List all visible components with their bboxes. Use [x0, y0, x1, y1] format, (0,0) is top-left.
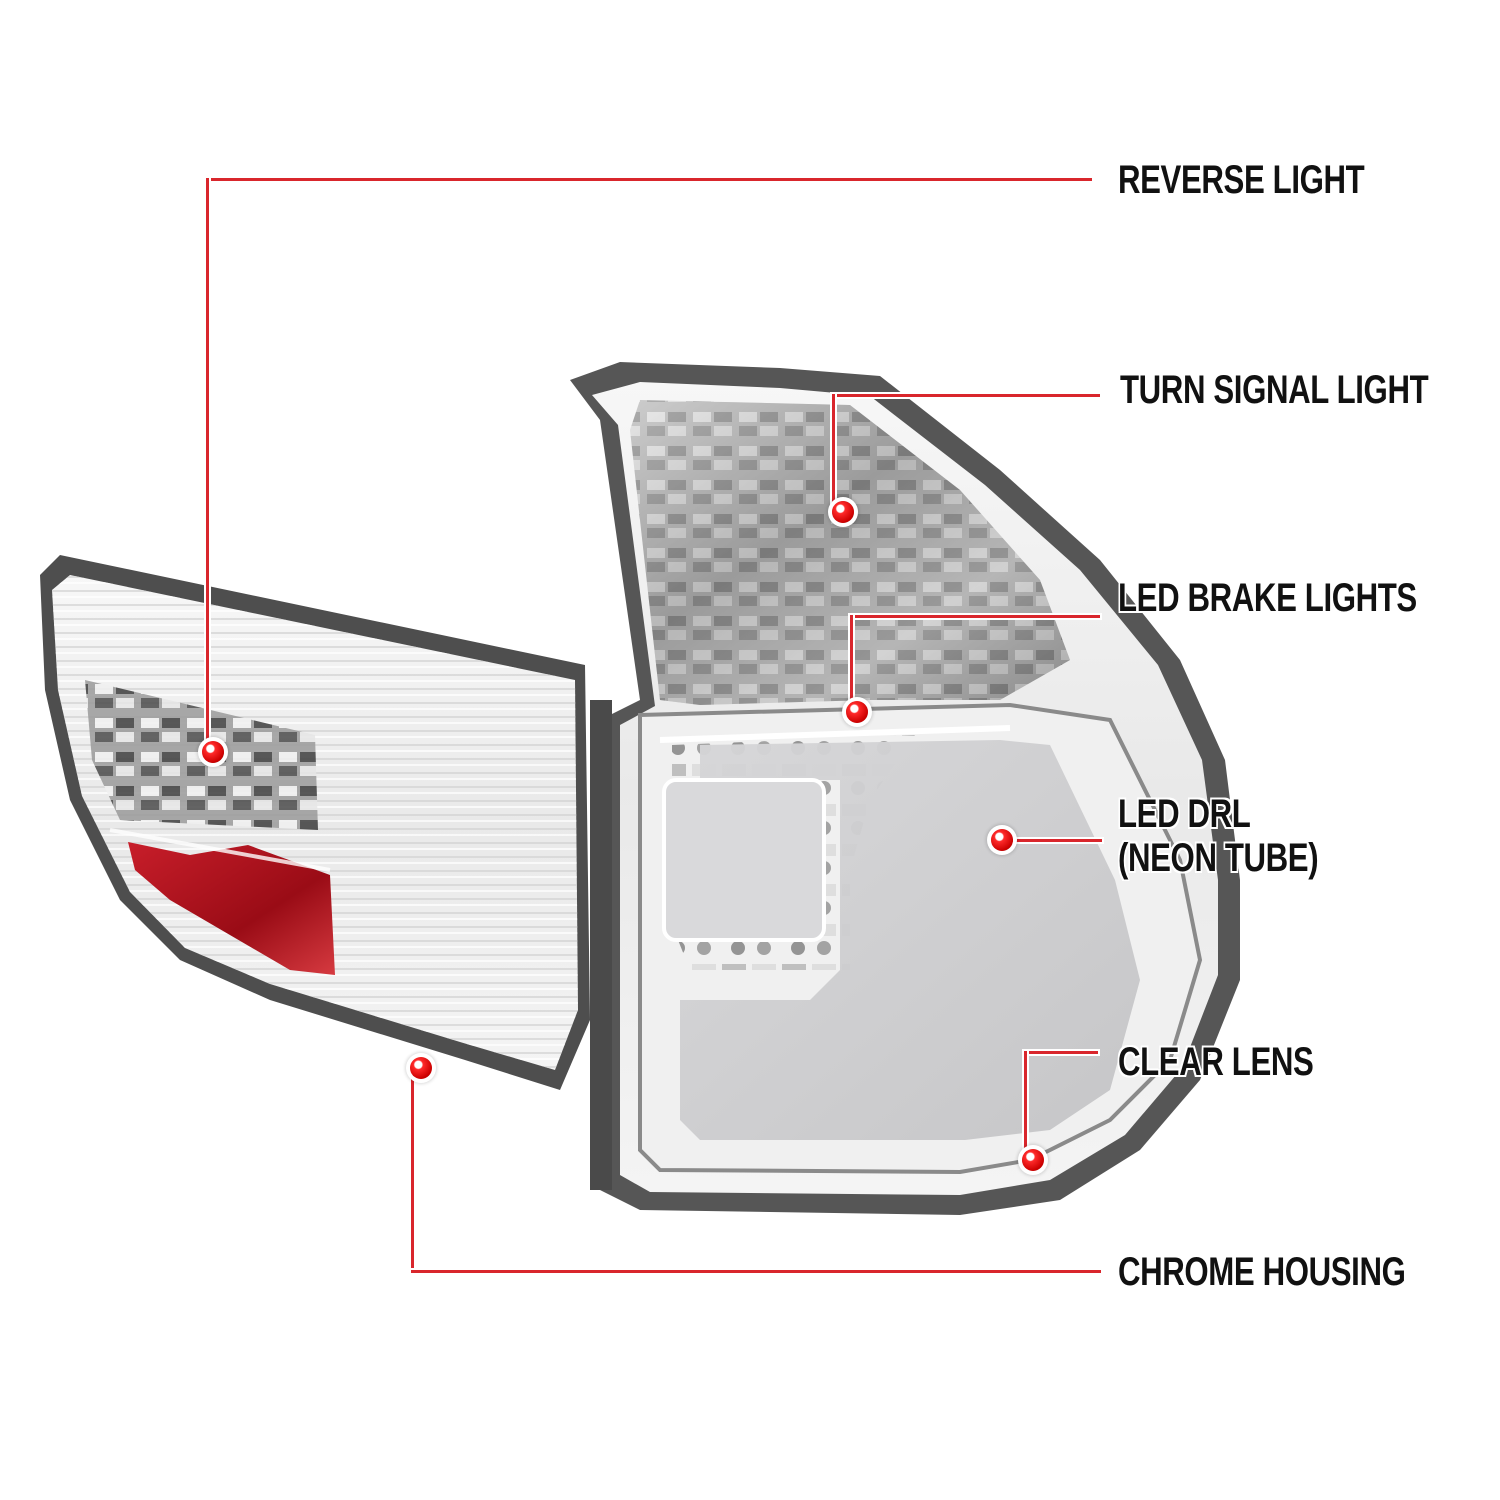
clear-lens-dot-icon — [1022, 1149, 1044, 1171]
label-text-line-1: LED DRL — [1118, 792, 1251, 836]
clear-lens-leader-horizontal — [1024, 1051, 1098, 1054]
callout-label-led-drl: LED DRL (NEON TUBE) — [1118, 792, 1319, 880]
reverse-light-leader-vertical — [206, 178, 209, 750]
callout-label-chrome-housing: CHROME HOUSING — [1118, 1250, 1406, 1294]
callout-label-led-brake-lights: LED BRAKE LIGHTS — [1118, 576, 1417, 620]
chrome-housing-dot-icon — [410, 1057, 432, 1079]
led-drl-leader — [1002, 839, 1102, 842]
led-brake-leader-horizontal — [850, 615, 1100, 618]
label-text: CHROME HOUSING — [1118, 1250, 1406, 1294]
lamp-gap — [590, 700, 612, 1190]
turn-signal-leader-horizontal — [832, 394, 1100, 397]
led-brake-dot-icon — [846, 701, 868, 723]
turn-signal-leader-vertical — [832, 394, 835, 504]
clear-lens-leader-vertical — [1024, 1051, 1027, 1156]
callout-label-turn-signal-light: TURN SIGNAL LIGHT — [1120, 368, 1429, 412]
callout-label-clear-lens: CLEAR LENS — [1118, 1040, 1314, 1084]
reverse-light-dot-icon — [202, 741, 224, 763]
label-text: TURN SIGNAL LIGHT — [1120, 368, 1429, 412]
outer-upper-lamp — [570, 362, 1240, 1215]
chrome-housing-leader-vertical — [411, 1075, 414, 1272]
label-text: CLEAR LENS — [1118, 1040, 1314, 1084]
inner-lamp — [40, 555, 590, 1090]
led-drl-dot-icon — [991, 829, 1013, 851]
reverse-light-leader-horizontal — [206, 178, 1092, 181]
label-text: LED BRAKE LIGHTS — [1118, 576, 1417, 620]
callout-label-reverse-light: REVERSE LIGHT — [1118, 158, 1365, 202]
chrome-housing-leader-horizontal — [411, 1270, 1101, 1273]
led-brake-leader-vertical — [850, 615, 853, 707]
turn-signal-dot-icon — [832, 501, 854, 523]
label-text-line-2: (NEON TUBE) — [1118, 836, 1319, 880]
label-text: REVERSE LIGHT — [1118, 158, 1365, 202]
